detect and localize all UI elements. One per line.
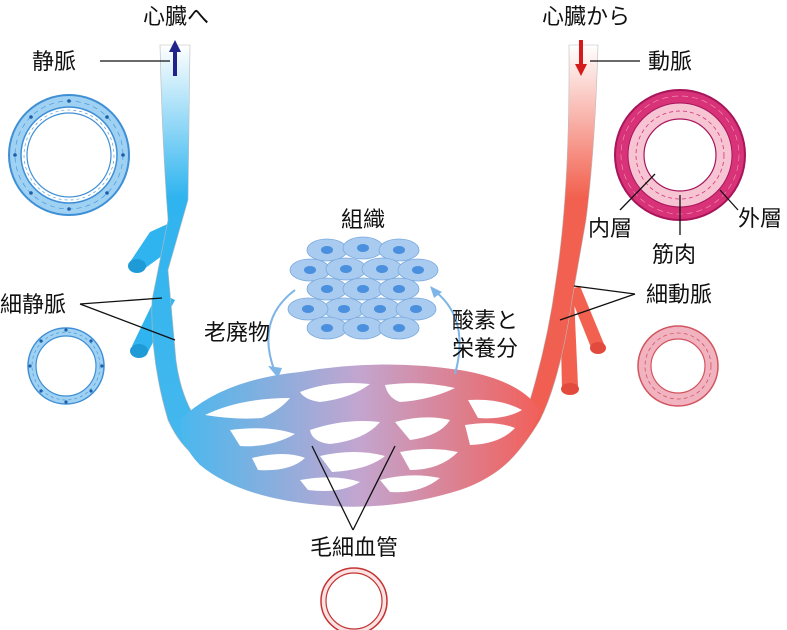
oxygen-arrow <box>435 291 461 375</box>
leader-lines <box>79 60 739 531</box>
arteriole-branch-1-end <box>590 342 606 354</box>
capillary-mesh <box>205 383 522 493</box>
artery-cross-section <box>614 89 746 221</box>
arrow-up-blue-head <box>169 40 181 52</box>
vein-cross-section <box>8 94 130 216</box>
label-arteriole: 細動脈 <box>646 283 712 308</box>
label-to-heart: 心臓へ <box>143 5 209 30</box>
label-artery: 動脈 <box>648 50 692 75</box>
label-venule: 細静脈 <box>0 293 66 318</box>
arrow-down-red-head <box>575 64 587 76</box>
arteriole-branch-1 <box>568 286 604 350</box>
label-oxygen-line2: 栄養分 <box>452 337 518 362</box>
tissue-cells <box>287 236 439 340</box>
label-inner-layer: 内層 <box>588 217 632 242</box>
label-oxygen-line1: 酸素と <box>452 309 518 334</box>
label-vein: 静脈 <box>32 50 76 75</box>
waste-arrow <box>267 289 296 373</box>
label-capillary: 毛細血管 <box>310 536 398 561</box>
label-outer-layer: 外層 <box>738 207 782 232</box>
venule-branch-upper <box>130 222 172 272</box>
label-muscle-layer: 筋肉 <box>652 243 696 268</box>
oxygen-arrow-head <box>430 286 442 298</box>
label-tissue: 組織 <box>341 208 385 233</box>
arteriole-branch-2-end <box>561 383 579 395</box>
waste-arrow-head <box>268 366 282 378</box>
label-waste: 老廃物 <box>204 321 270 346</box>
venule-branch-upper-end <box>128 259 146 273</box>
label-from-heart: 心臓から <box>542 5 630 30</box>
venule-cross-section <box>27 327 105 405</box>
arteriole-cross-section <box>637 325 719 407</box>
vessel-system <box>128 40 606 507</box>
venule-branch-lower-end <box>130 344 148 358</box>
capillary-cross-section <box>320 567 388 630</box>
